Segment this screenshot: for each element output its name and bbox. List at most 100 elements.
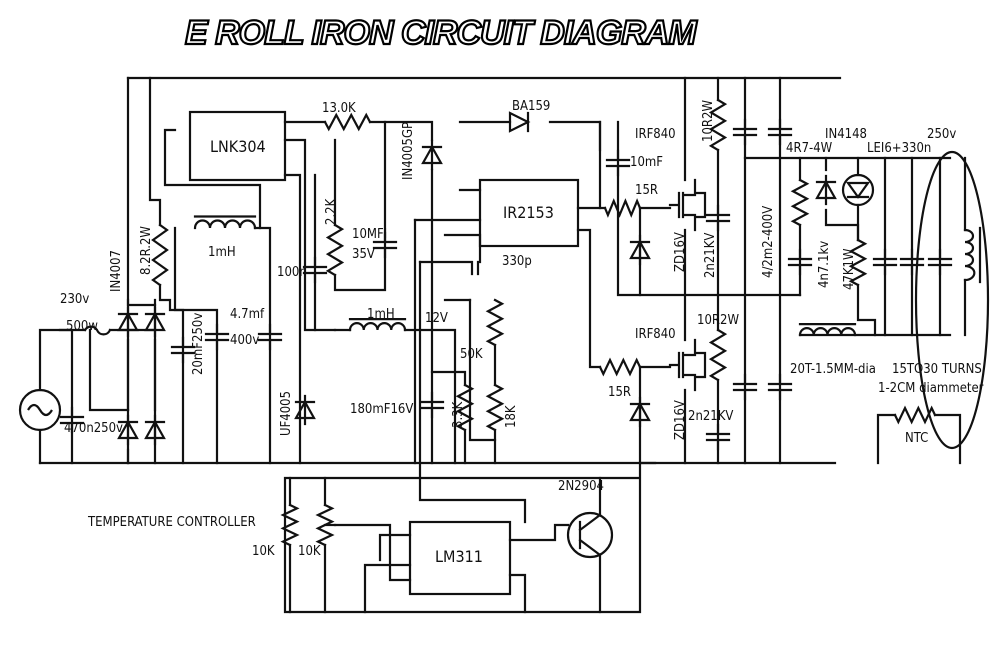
label-10r2w-top: 10R2W xyxy=(701,100,716,142)
wire xyxy=(933,413,962,465)
label-lnk304: LNK304 xyxy=(210,137,266,156)
capacitor-330p-icon xyxy=(470,260,480,276)
label-in4148: IN4148 xyxy=(825,127,867,142)
capacitor-icon xyxy=(767,373,793,401)
wire xyxy=(876,413,897,465)
capacitor-icon xyxy=(705,423,731,451)
label-1mh-a: 1mH xyxy=(208,245,236,260)
label-100n: 100n xyxy=(277,265,307,280)
label-15r-top: 15R xyxy=(635,183,658,198)
diode-icon xyxy=(144,306,166,338)
capacitor-icon xyxy=(732,118,758,146)
resistor-icon xyxy=(323,112,372,132)
wire xyxy=(163,128,262,230)
diode-icon xyxy=(144,414,166,446)
mosfet-icon xyxy=(668,338,707,392)
label-diameter: 1-2CM diammeter xyxy=(878,381,984,396)
wire xyxy=(508,523,570,542)
sine-icon xyxy=(27,403,53,417)
label-2n2-bottom: 2n21KV xyxy=(688,409,733,424)
ir2153-chip xyxy=(478,178,580,248)
resistor-icon xyxy=(598,357,642,377)
resistor-icon xyxy=(790,178,810,227)
capacitor-icon xyxy=(59,406,85,434)
capacitor-icon xyxy=(372,231,398,259)
diode-icon xyxy=(629,396,651,428)
capacitor-icon xyxy=(170,336,196,364)
wire xyxy=(126,298,157,307)
transistor-2n2904 xyxy=(566,511,614,559)
wire xyxy=(333,120,387,292)
fuse-icon xyxy=(83,325,112,336)
transistor-pins-icon xyxy=(578,513,602,557)
wire xyxy=(283,461,642,614)
label-500w: 500w xyxy=(66,319,98,334)
label-in4005gp: IN4005GP xyxy=(401,122,416,180)
label-2k2: 2.2K xyxy=(324,198,339,225)
label-8r2: 8.2R.2W xyxy=(139,226,154,275)
resistor-icon xyxy=(708,328,728,382)
lm311-chip xyxy=(408,520,512,596)
wire xyxy=(468,298,497,442)
label-ntc: NTC xyxy=(905,431,928,446)
wire xyxy=(333,523,412,582)
wire xyxy=(363,563,412,614)
resistor-icon xyxy=(455,383,475,432)
label-330p: 330p xyxy=(502,254,532,269)
label-250v: 250v xyxy=(927,127,956,142)
capacitor-icon xyxy=(419,391,445,419)
resistor-icon xyxy=(848,238,868,287)
label-400v: 400v xyxy=(230,333,259,348)
label-35v: 35V xyxy=(352,247,375,262)
capacitor-icon xyxy=(767,118,793,146)
diode-icon xyxy=(421,139,443,171)
label-uf4005: UF4005 xyxy=(279,391,294,436)
wire xyxy=(548,120,602,152)
resistor-icon xyxy=(280,503,300,547)
resistor-icon xyxy=(708,98,728,152)
label-10k-a: 10K xyxy=(252,544,275,559)
label-2n2904: 2N2904 xyxy=(558,479,604,494)
label-10mfi: 10MFI xyxy=(352,227,387,242)
label-4u7: 4.7mf xyxy=(230,307,265,322)
work-coil-ellipse xyxy=(914,150,990,450)
led-icon xyxy=(841,173,875,207)
label-10mf: 10mF xyxy=(630,155,663,170)
wire xyxy=(430,370,467,387)
label-4u2-400v: 4/2m2-400V xyxy=(761,206,776,278)
diode-icon xyxy=(117,414,139,446)
wire xyxy=(283,138,337,332)
label-4n7: 4n7.1kv xyxy=(817,241,832,288)
wire xyxy=(368,120,434,142)
label-2n2-top: 2n21KV xyxy=(703,233,718,278)
label-zd16v-bottom: ZD16V xyxy=(673,400,688,440)
label-irf840-top: IRF840 xyxy=(635,127,676,142)
wire xyxy=(443,233,482,264)
capacitor-icon xyxy=(257,323,283,351)
wire xyxy=(576,228,602,369)
wire xyxy=(253,226,272,465)
label-230v: 230v xyxy=(60,292,89,307)
diode-icon xyxy=(294,394,316,426)
capacitor-icon xyxy=(927,248,953,276)
wire xyxy=(38,328,87,392)
capacitor-icon xyxy=(872,248,898,276)
diode-icon xyxy=(629,234,651,266)
label-20t: 20T-1.5MM-dia xyxy=(790,362,876,377)
capacitor-icon xyxy=(204,323,230,351)
wire xyxy=(148,76,162,227)
wire xyxy=(508,573,527,614)
wire xyxy=(856,283,877,337)
label-18k: 18K xyxy=(504,405,519,428)
led-diode-icon xyxy=(845,181,871,199)
label-lm311: LM311 xyxy=(435,547,483,566)
wire xyxy=(378,533,412,562)
label-47k1w: 47K1W xyxy=(842,248,857,290)
wires xyxy=(38,76,967,614)
label-led: LEI6+330n xyxy=(867,141,931,156)
label-ba159: BA159 xyxy=(512,99,550,114)
label-irf840-bottom: IRF840 xyxy=(635,327,676,342)
diode-icon xyxy=(815,174,837,206)
capacitor-icon xyxy=(705,204,731,232)
